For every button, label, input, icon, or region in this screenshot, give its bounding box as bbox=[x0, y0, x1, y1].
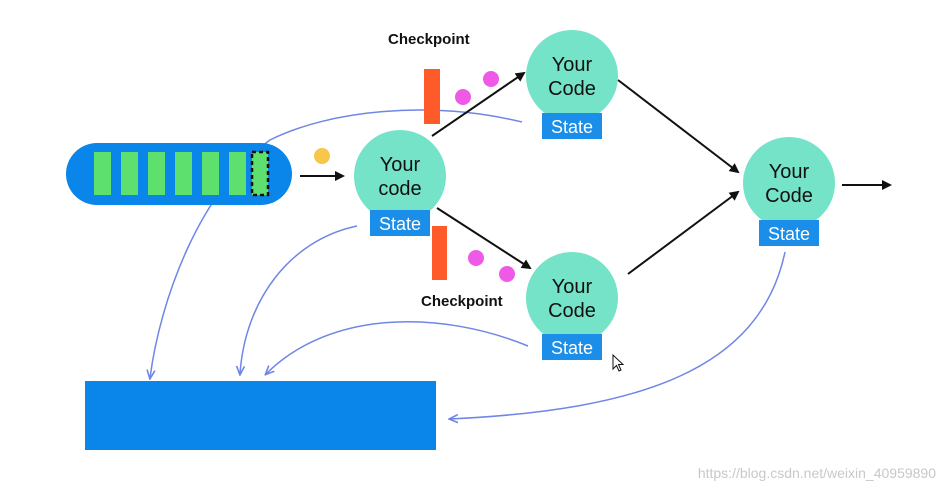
checkpoint-barrier-bottom bbox=[432, 226, 447, 280]
snapshot-storage bbox=[85, 381, 436, 450]
stream-record bbox=[202, 152, 219, 195]
node-circle bbox=[526, 252, 618, 344]
node-label-line2: code bbox=[378, 178, 421, 200]
operator-node-upper: Your Code State bbox=[526, 30, 618, 139]
node-label-line1: Your bbox=[769, 161, 810, 183]
node-circle bbox=[354, 130, 446, 222]
snapshot-arrow-source-state bbox=[240, 225, 358, 374]
flow-arrow-upper-to-sink bbox=[617, 79, 740, 174]
stream-record bbox=[94, 152, 111, 195]
node-label-line2: Code bbox=[548, 78, 596, 100]
event-dot bbox=[483, 71, 499, 87]
node-label-line2: Code bbox=[548, 300, 596, 322]
mouse-cursor-icon bbox=[612, 353, 625, 372]
state-box bbox=[370, 210, 430, 236]
flow-arrow-lower-to-sink bbox=[627, 190, 740, 275]
state-label: State bbox=[379, 214, 421, 234]
state-label: State bbox=[551, 117, 593, 137]
flow-arrow-source-to-lower bbox=[436, 207, 532, 270]
stream-record bbox=[175, 152, 192, 195]
state-box bbox=[542, 113, 602, 139]
operator-node-source: Your code State bbox=[354, 130, 446, 236]
state-box bbox=[542, 334, 602, 360]
checkpoint-label-bottom: Checkpoint bbox=[421, 293, 503, 310]
operator-node-sink: Your Code State bbox=[743, 137, 835, 246]
event-dot bbox=[468, 250, 484, 266]
snapshot-arrow-sink-state bbox=[450, 251, 786, 419]
node-circle bbox=[743, 137, 835, 229]
node-circle bbox=[526, 30, 618, 122]
operator-node-lower: Your Code State bbox=[526, 252, 618, 360]
node-label-line1: Your bbox=[552, 276, 593, 298]
stream-record bbox=[148, 152, 165, 195]
flow-arrows bbox=[300, 71, 892, 275]
source-event-dot bbox=[314, 148, 330, 164]
stream-record-next bbox=[250, 150, 270, 197]
event-dot bbox=[499, 266, 515, 282]
stream-record bbox=[121, 152, 138, 195]
watermark: https://blog.csdn.net/weixin_40959890 bbox=[698, 465, 936, 481]
flow-arrow-source-to-upper bbox=[431, 71, 526, 137]
checkpoint-barrier-top bbox=[424, 69, 440, 124]
node-label-line2: Code bbox=[765, 185, 813, 207]
stream-record bbox=[229, 152, 246, 195]
node-label-line1: Your bbox=[552, 54, 593, 76]
state-label: State bbox=[768, 224, 810, 244]
input-stream bbox=[66, 143, 292, 205]
node-label-line1: Your bbox=[380, 154, 421, 176]
checkpoint-label-top: Checkpoint bbox=[388, 31, 470, 48]
snapshot-arrow-lower-state bbox=[266, 321, 529, 374]
state-box bbox=[759, 220, 819, 246]
state-label: State bbox=[551, 338, 593, 358]
event-dot bbox=[455, 89, 471, 105]
